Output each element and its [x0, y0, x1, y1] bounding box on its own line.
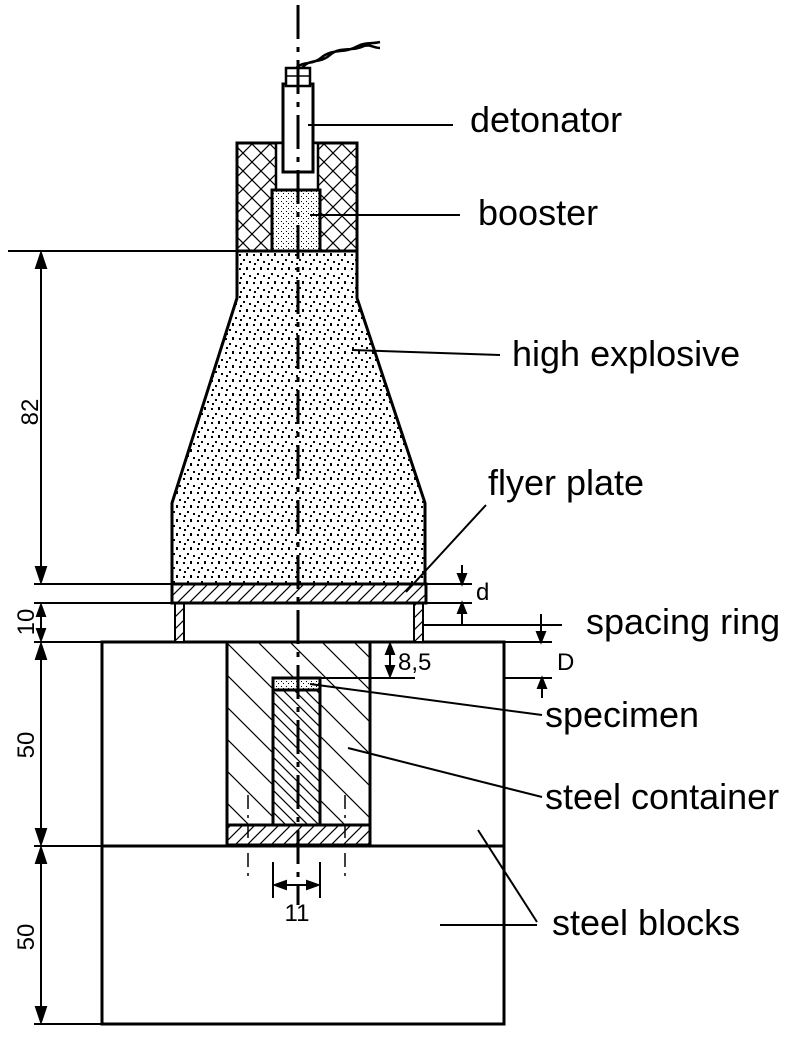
dim-8-5-label: 8,5 [398, 649, 431, 676]
dim-10-line [35, 602, 47, 643]
label-high-explosive: high explosive [512, 333, 740, 374]
label-specimen: specimen [545, 694, 699, 735]
dim-d-arrows [456, 565, 468, 625]
dim-D-arrow [536, 675, 548, 698]
label-steel-container: steel container [545, 776, 779, 817]
booster [270, 188, 322, 253]
lower-steel-block [100, 844, 506, 1026]
dim-50-lower-line [34, 844, 48, 1026]
leader-steel-blocks-upper [477, 829, 538, 923]
leader-high-explosive [351, 349, 501, 356]
label-spacing-ring: spacing ring [586, 601, 780, 642]
dim-10-label: 10 [13, 609, 40, 636]
leader-specimen [309, 683, 543, 716]
dim-50-upper-line [34, 640, 48, 848]
dim-8-5-line [384, 641, 396, 679]
label-flyer-plate: flyer plate [488, 462, 644, 503]
dim-D-label: D [557, 649, 574, 676]
label-booster: booster [478, 192, 598, 233]
dim-50-upper-label: 50 [13, 732, 40, 759]
label-steel-blocks: steel blocks [552, 902, 740, 943]
spacing-ring-right [413, 602, 424, 643]
dim-d-label: d [476, 579, 489, 606]
dim-82-line [34, 249, 48, 586]
leader-steel-container [347, 747, 543, 798]
leader-flyer-plate [405, 504, 487, 593]
dim-82-label: 82 [17, 399, 44, 426]
detonator-wires [295, 40, 381, 69]
dim-11-line [272, 862, 321, 898]
dim-50-lower-label: 50 [13, 924, 40, 951]
spacing-ring-left [174, 602, 185, 643]
label-detonator: detonator [470, 99, 622, 140]
dim-11-label: 11 [285, 900, 310, 927]
dim-spacing-ring-arrow [535, 614, 547, 645]
